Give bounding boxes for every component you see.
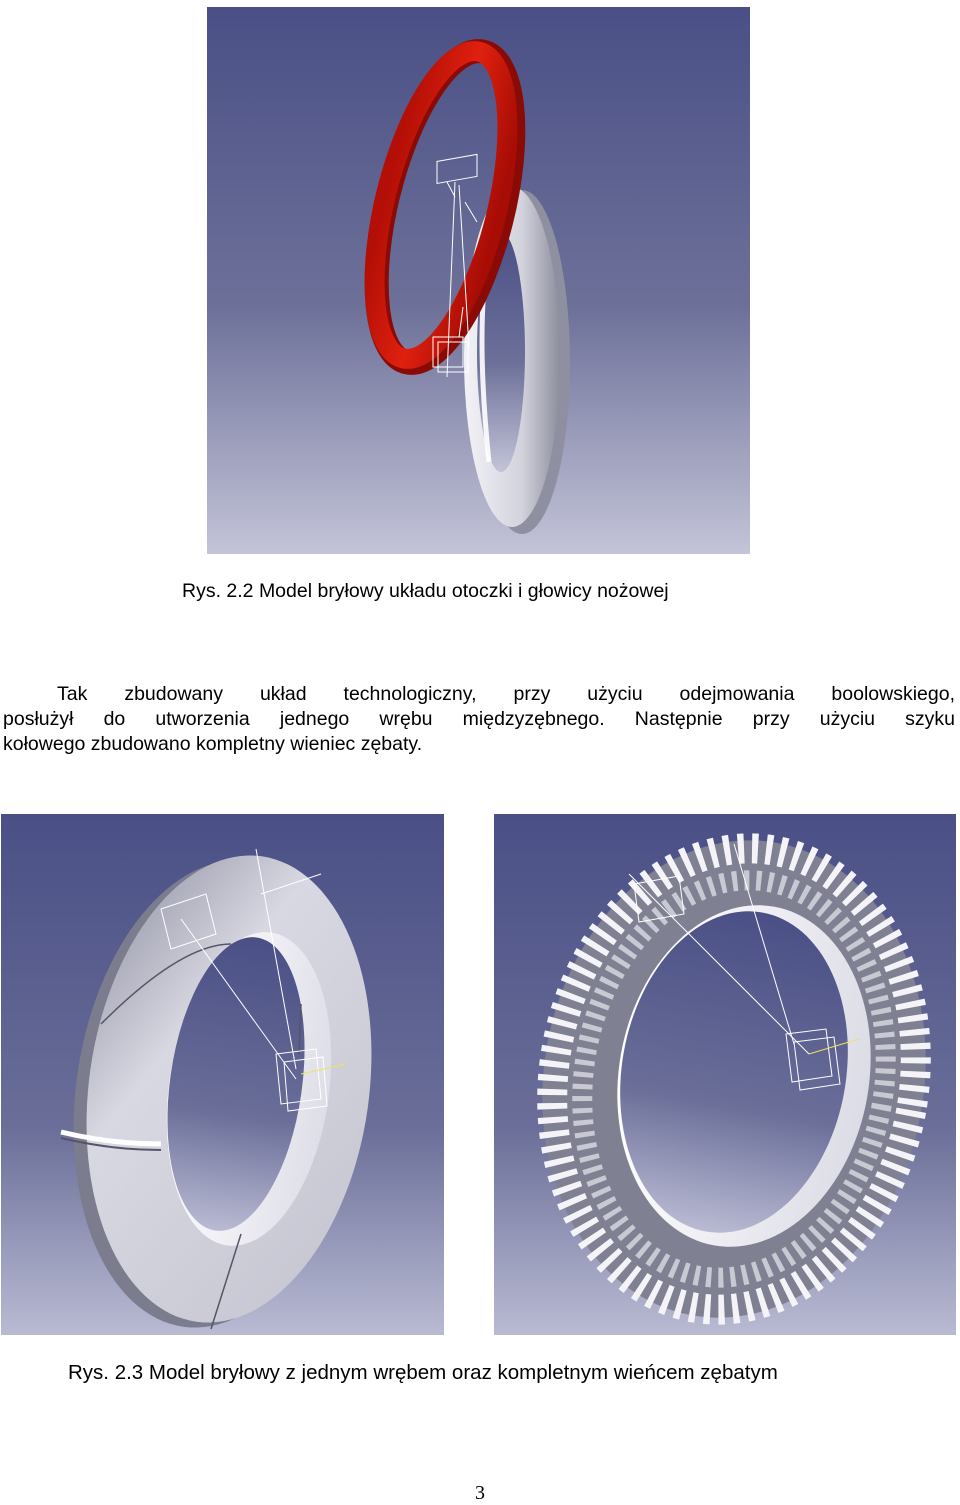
cutter-head-ring	[364, 39, 526, 375]
tooth-gap	[60, 1129, 162, 1147]
figure-caption-2-3: Rys. 2.3 Model bryłowy z jednym wrębem o…	[68, 1361, 778, 1384]
paragraph-line: Tak zbudowany układ technologiczny, przy…	[57, 683, 955, 705]
figure-caption-2-2: Rys. 2.2 Model bryłowy układu otoczki i …	[182, 580, 669, 602]
gear-blank-ring	[60, 855, 372, 1330]
cad-render-single-gap	[1, 814, 444, 1335]
figure-complete-gear	[494, 814, 956, 1335]
cad-render-complete-gear	[494, 814, 956, 1335]
construction-geometry	[160, 848, 347, 1112]
gear-teeth	[537, 833, 931, 1325]
construction-geometry	[432, 153, 478, 378]
cad-render-cutter-ring	[207, 7, 750, 554]
body-paragraph: Tak zbudowany układ technologiczny, przy…	[3, 682, 955, 757]
page-number: 3	[475, 1482, 485, 1504]
construction-geometry	[628, 843, 860, 1091]
paragraph-line: posłużył do utworzenia jednego wrębu mię…	[3, 708, 955, 730]
figure-cutter-and-ring-model	[207, 7, 750, 554]
figure-ring-single-gap	[1, 814, 444, 1335]
paragraph-line: kołowego zbudowano kompletny wieniec zęb…	[3, 733, 423, 755]
